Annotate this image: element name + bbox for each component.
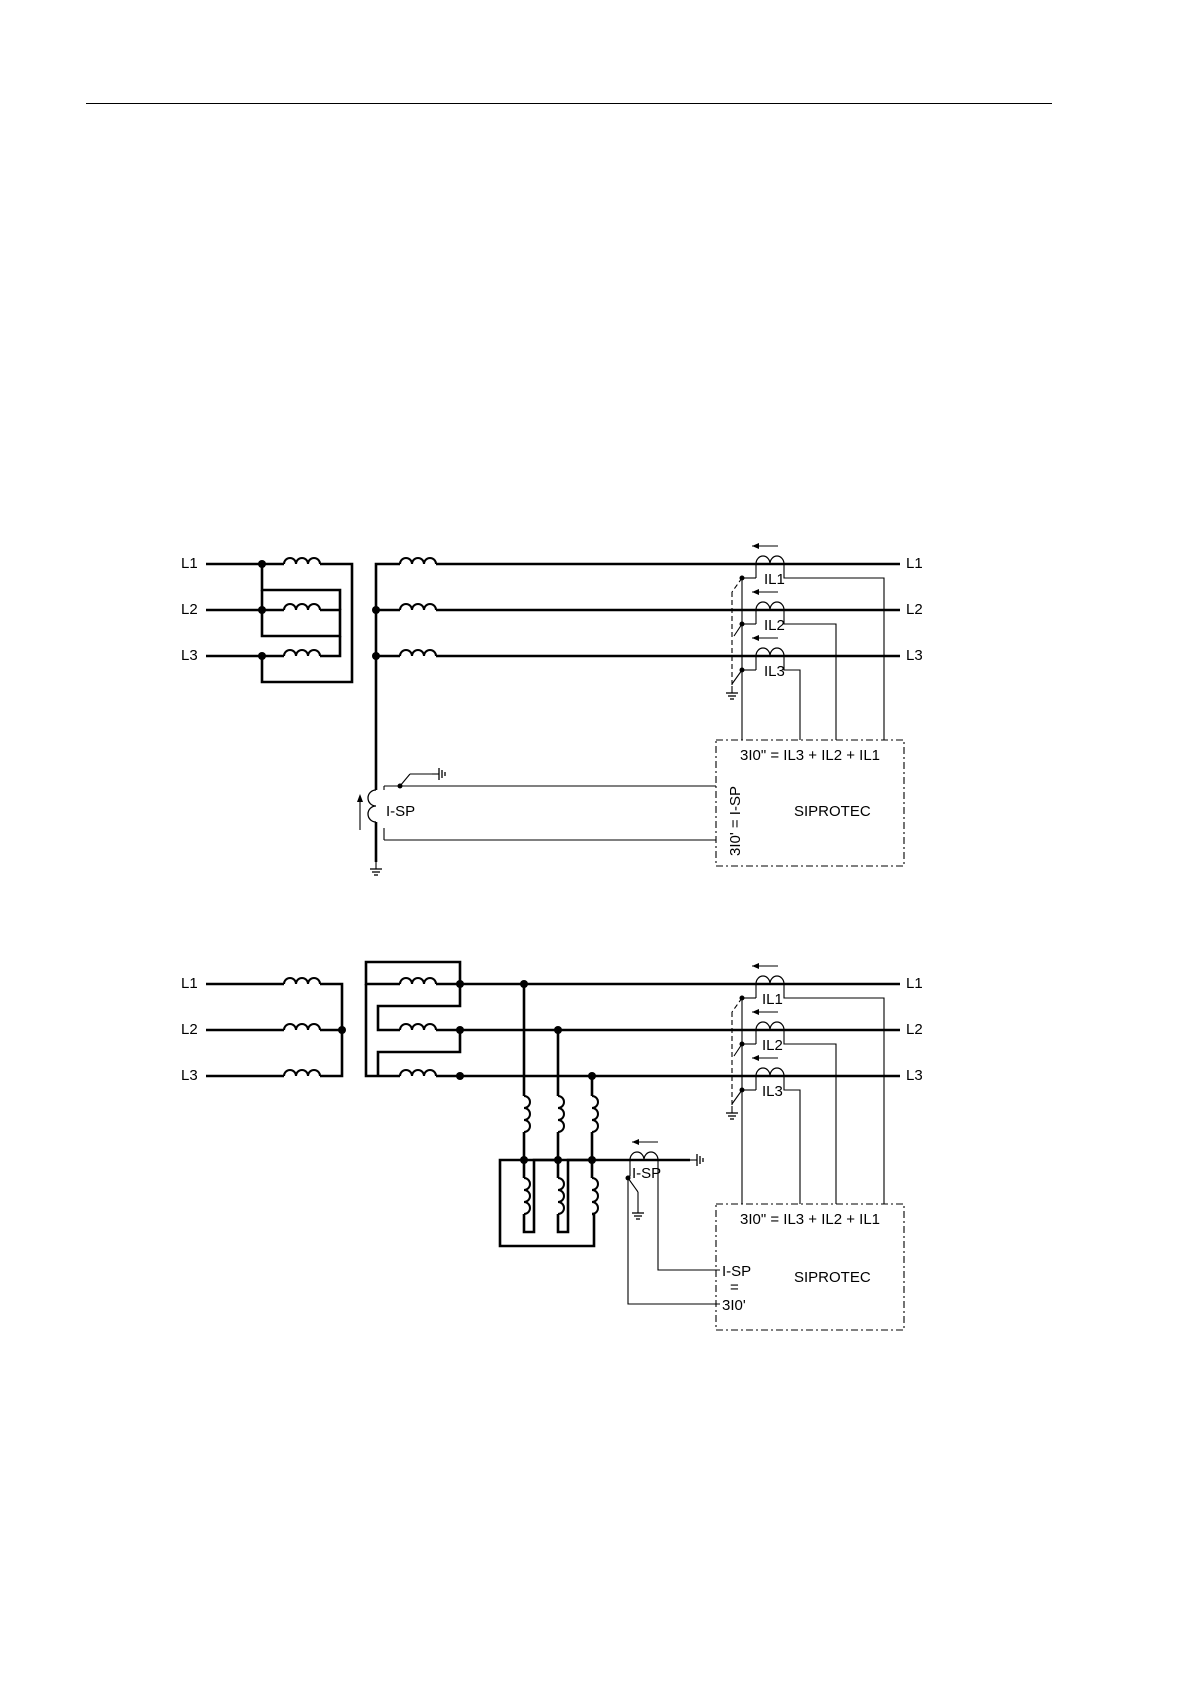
sum-formula-bottom: 3I0" = IL3 + IL2 + IL1	[740, 1211, 880, 1228]
transformer-primary-wye	[206, 978, 346, 1076]
phase-label-l1-left: L1	[181, 555, 198, 572]
phase-label-l3-right: L3	[906, 647, 923, 664]
phase-label-l1-right-b: L1	[906, 975, 923, 992]
phase-label-l1-left-b: L1	[181, 975, 198, 992]
phase-label-l2-right-b: L2	[906, 1021, 923, 1038]
sp-input-label-top: 3I0' = I-SP	[727, 786, 744, 856]
siprotec-device-top: 3I0" = IL3 + IL2 + IL1 SIPROTEC 3I0' = I…	[716, 740, 904, 866]
phase-label-l2-left: L2	[181, 601, 198, 618]
phase-label-l3-left: L3	[181, 647, 198, 664]
ct-label-il1: IL1	[764, 571, 785, 588]
sum-formula-top: 3I0" = IL3 + IL2 + IL1	[740, 747, 880, 764]
ct-label-il3-b: IL3	[762, 1083, 783, 1100]
transformer-secondary-wye	[372, 558, 436, 790]
sp-input-line-1: I-SP	[722, 1263, 751, 1280]
ct-label-il1-b: IL1	[762, 991, 783, 1008]
neutral-ct-label: I-SP	[386, 803, 415, 820]
phase-label-l3-right-b: L3	[906, 1067, 923, 1084]
phase-cts-bottom: IL1 IL2 IL3	[726, 963, 884, 1204]
phase-label-l1-right: L1	[906, 555, 923, 572]
ct-label-il2: IL2	[764, 617, 785, 634]
device-name-top: SIPROTEC	[794, 803, 871, 820]
sp-input-line-3: 3I0'	[722, 1297, 746, 1314]
sp-input-line-2: =	[730, 1279, 739, 1296]
ct-label-il2-b: IL2	[762, 1037, 783, 1054]
diagram-top: L1 L2 L3 L1 L2 L3	[181, 543, 923, 875]
neutral-ct-label-b: I-SP	[632, 1165, 661, 1182]
neutral-ct-top: I-SP	[357, 768, 716, 875]
transformer-secondary-delta	[366, 962, 464, 1080]
transformer-primary-delta	[206, 558, 352, 682]
phase-label-l2-left-b: L2	[181, 1021, 198, 1038]
device-name-bottom: SIPROTEC	[794, 1269, 871, 1286]
siprotec-device-bottom: 3I0" = IL3 + IL2 + IL1 SIPROTEC I-SP = 3…	[716, 1204, 904, 1330]
neutral-point-transformer	[500, 980, 703, 1246]
neutral-ct-bottom: I-SP	[626, 1139, 721, 1304]
phase-label-l3-left-b: L3	[181, 1067, 198, 1084]
phase-label-l2-right: L2	[906, 601, 923, 618]
ct-label-il3: IL3	[764, 663, 785, 680]
phase-cts-top: IL1 IL2 IL3	[726, 543, 884, 740]
diagram-bottom: L1 L2 L3 L1 L2 L3	[181, 962, 923, 1330]
